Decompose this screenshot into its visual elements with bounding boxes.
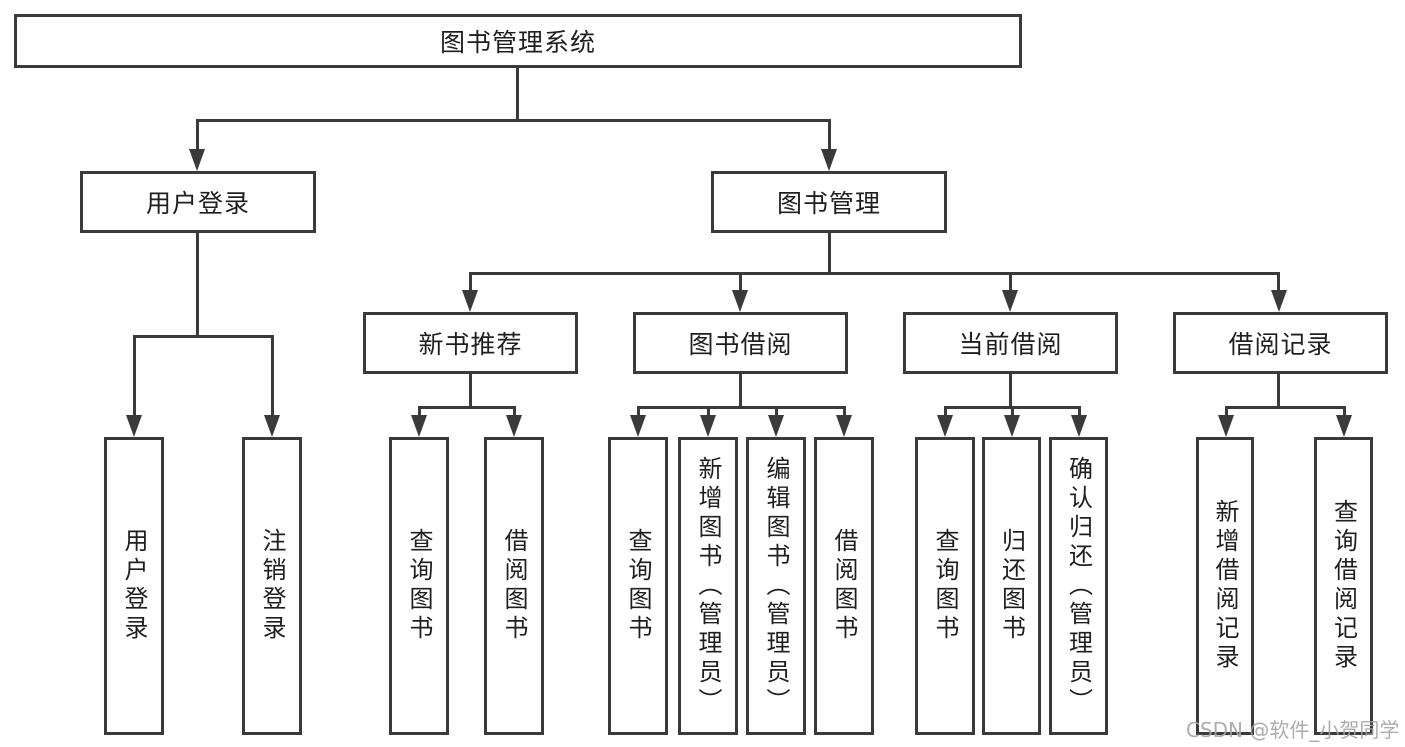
connector-level3-splitter [469, 272, 1280, 275]
arrowhead-leaf [411, 415, 427, 437]
connector-drop [637, 406, 640, 418]
connector-drop-book-management [828, 119, 831, 154]
node-leaf-borrow-books: 借阅图书 [814, 437, 874, 735]
connector-user-login-splitter [133, 335, 274, 338]
connector-drop-leaf-login [133, 335, 136, 418]
arrowhead-user-login [189, 149, 205, 171]
arrowhead-leaf [1336, 415, 1352, 437]
arrowhead-book-borrowing [732, 290, 748, 312]
watermark: CSDN @软件_小贺同学 [1186, 718, 1400, 742]
arrowhead-leaf [1071, 415, 1087, 437]
node-book-borrowing: 图书借阅 [633, 312, 848, 374]
connector-drop-current-borrowing [1009, 272, 1012, 294]
node-leaf-user-login: 用户登录 [104, 437, 164, 735]
node-leaf-logout: 注销登录 [242, 437, 302, 735]
connector-drop [1343, 406, 1346, 418]
connector-user-login-stem [196, 233, 199, 337]
node-leaf-add-borrow-record: 新增借阅记录 [1196, 437, 1254, 735]
node-leaf-return-books: 归还图书 [982, 437, 1041, 735]
arrowhead-book-management [821, 149, 837, 171]
arrowhead-leaf [768, 415, 784, 437]
connector-new-book-recommend-stem [469, 374, 472, 408]
node-leaf-query-books-current: 查询图书 [915, 437, 975, 735]
arrowhead-leaf [1004, 415, 1020, 437]
connector-drop [944, 406, 947, 418]
connector-drop-leaf-logout [271, 335, 274, 418]
connector-book-borrowing-splitter [637, 406, 845, 409]
connector-current-borrowing-stem [1009, 374, 1012, 408]
arrowhead-leaf [937, 415, 953, 437]
connector-root-stem [516, 68, 519, 121]
node-leaf-add-books-admin: 新增图书（管理员） [678, 437, 738, 735]
connector-drop-user-login [196, 119, 199, 154]
connector-drop [707, 406, 710, 418]
connector-drop [843, 406, 846, 418]
arrowhead-leaf-login [126, 415, 142, 437]
node-book-management: 图书管理 [711, 171, 947, 233]
node-root: 图书管理系统 [14, 14, 1022, 68]
node-leaf-borrow-books-recommend: 借阅图书 [484, 437, 544, 735]
node-user-login: 用户登录 [80, 171, 316, 233]
node-leaf-query-books-borrowing: 查询图书 [608, 437, 668, 735]
node-leaf-edit-books-admin: 编辑图书（管理员） [746, 437, 806, 735]
connector-drop [775, 406, 778, 418]
connector-drop-new-book-recommend [469, 272, 472, 294]
arrowhead-leaf-logout [264, 415, 280, 437]
node-borrowing-records: 借阅记录 [1173, 312, 1388, 374]
connector-drop [513, 406, 516, 418]
node-new-book-recommend: 新书推荐 [363, 312, 578, 374]
arrowhead-borrowing-records [1271, 290, 1287, 312]
connector-drop [1078, 406, 1081, 418]
connector-book-borrowing-stem [739, 374, 742, 408]
connector-book-management-stem [828, 233, 831, 274]
arrowhead-leaf [836, 415, 852, 437]
arrowhead-leaf [700, 415, 716, 437]
arrowhead-leaf [630, 415, 646, 437]
connector-drop-book-borrowing [739, 272, 742, 294]
connector-drop [1225, 406, 1228, 418]
node-leaf-query-books-recommend: 查询图书 [389, 437, 449, 735]
connector-drop [418, 406, 421, 418]
connector-new-book-recommend-splitter [418, 406, 516, 409]
node-leaf-query-borrow-record: 查询借阅记录 [1314, 437, 1373, 735]
connector-drop [1011, 406, 1014, 418]
connector-borrowing-records-splitter [1225, 406, 1345, 409]
connector-root-splitter [196, 119, 831, 122]
arrowhead-current-borrowing [1002, 290, 1018, 312]
arrowhead-leaf [506, 415, 522, 437]
arrowhead-leaf [1218, 415, 1234, 437]
arrowhead-new-book-recommend [462, 290, 478, 312]
node-leaf-confirm-return-admin: 确认归还（管理员） [1049, 437, 1108, 735]
connector-borrowing-records-stem [1277, 374, 1280, 408]
connector-drop-borrowing-records [1277, 272, 1280, 294]
node-current-borrowing: 当前借阅 [903, 312, 1118, 374]
